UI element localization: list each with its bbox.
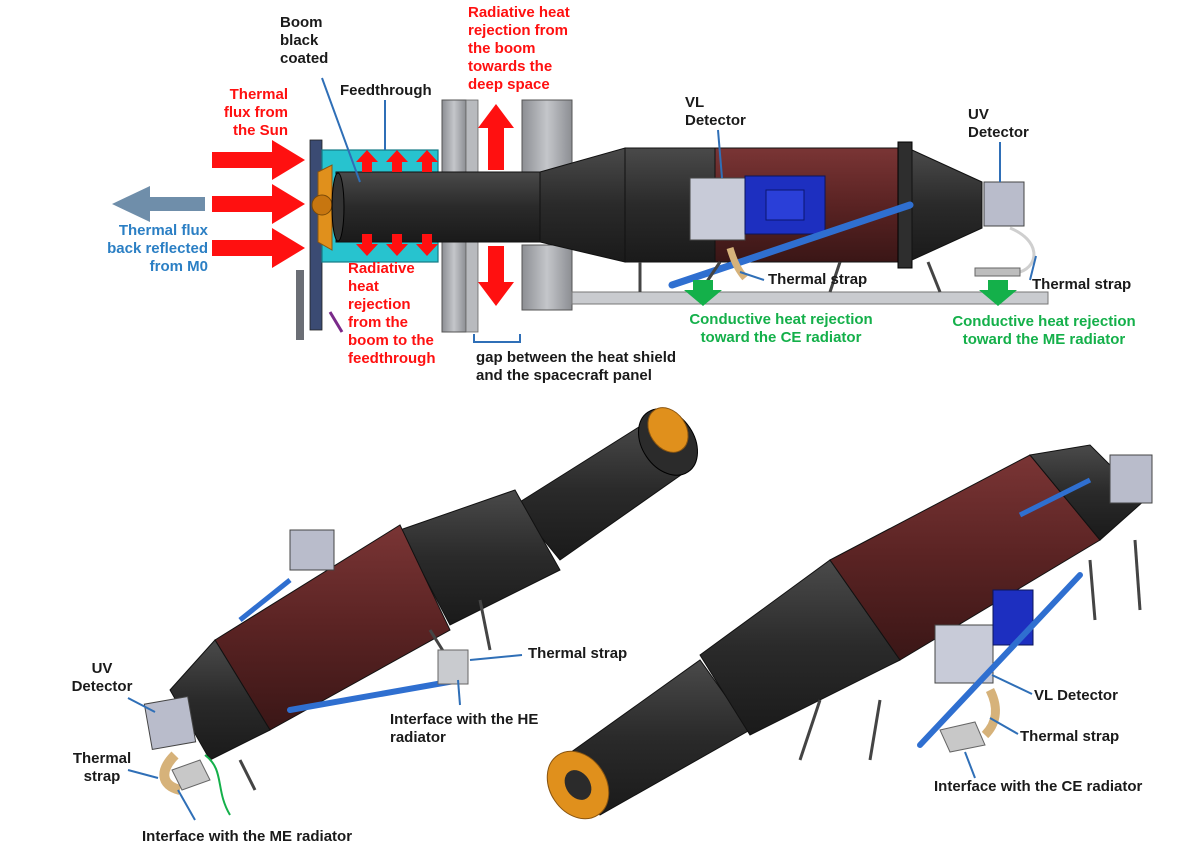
bottom-right-drawing [546,444,1153,820]
spacecraft-panel [521,244,573,311]
bottom-left-drawing [143,407,698,816]
thermal-strap-label: Thermal strap [528,645,628,662]
boom-black-coated-label: Boom black coated [280,14,329,67]
heat-pipe [287,677,463,713]
vl-detector-block [689,177,746,241]
leader-line [127,654,523,821]
conduction-arrow [979,280,1017,306]
thermal-strap-label: Thermal strap [1020,728,1120,745]
leader-line [321,77,1037,281]
conduction-arrow [684,280,722,306]
uv-detector-label: UV Detector [968,106,1029,141]
thermal-strap-label: Thermal strap [72,750,132,785]
interface-me-label: Interface with the ME radiator [142,828,353,845]
heat-flux-arrow [212,140,305,268]
base-plate [571,291,1049,305]
radiation-arrow [356,150,438,256]
feedthrough-label: Feedthrough [340,82,432,99]
thermal-strap-label: Thermal strap [768,271,868,288]
heat-pipe [917,572,1083,748]
gap-label: gap between the heat shield and the spac… [476,349,677,384]
interface-he-label: Interface with the HE radiator [390,711,539,746]
uv-detector-block [143,695,197,751]
conductive-ce-label: Conductive heat rejection toward the CE … [689,311,873,346]
vl-detector-label: VL Detector [685,94,746,129]
thermal-flux-sun-label: Thermal flux from the Sun [223,86,288,139]
rear-cone [911,149,983,261]
heat-pipe [668,201,914,289]
interface-ce-label: Interface with the CE radiator [934,778,1143,795]
uv-detector-block [983,181,1025,227]
conductive-me-label: Conductive heat rejection toward the ME … [952,313,1136,348]
top-view-drawing [296,99,1049,340]
leader-line [964,674,1033,779]
thermal-flux-back-label: Thermal flux back reflected from M0 [107,222,208,275]
rear-cone [169,639,271,761]
boom-tube [335,171,541,243]
radiative-feedthrough-label: Radiative heat rejection from the boom t… [348,260,436,367]
radiative-deep-space-label: Radiative heat rejection from the boom t… [468,4,570,93]
uv-detector-label: UV Detector [71,660,133,695]
mount-bracket [296,270,304,340]
reflected-flux-arrow [112,186,205,222]
boom-cone [399,489,561,626]
radiation-arrow [478,246,514,306]
thermal-strap-label: Thermal strap [1032,276,1132,293]
radiation-arrow [478,104,514,170]
vl-detector-label: VL Detector [1034,687,1118,704]
gap-bracket [473,334,521,343]
